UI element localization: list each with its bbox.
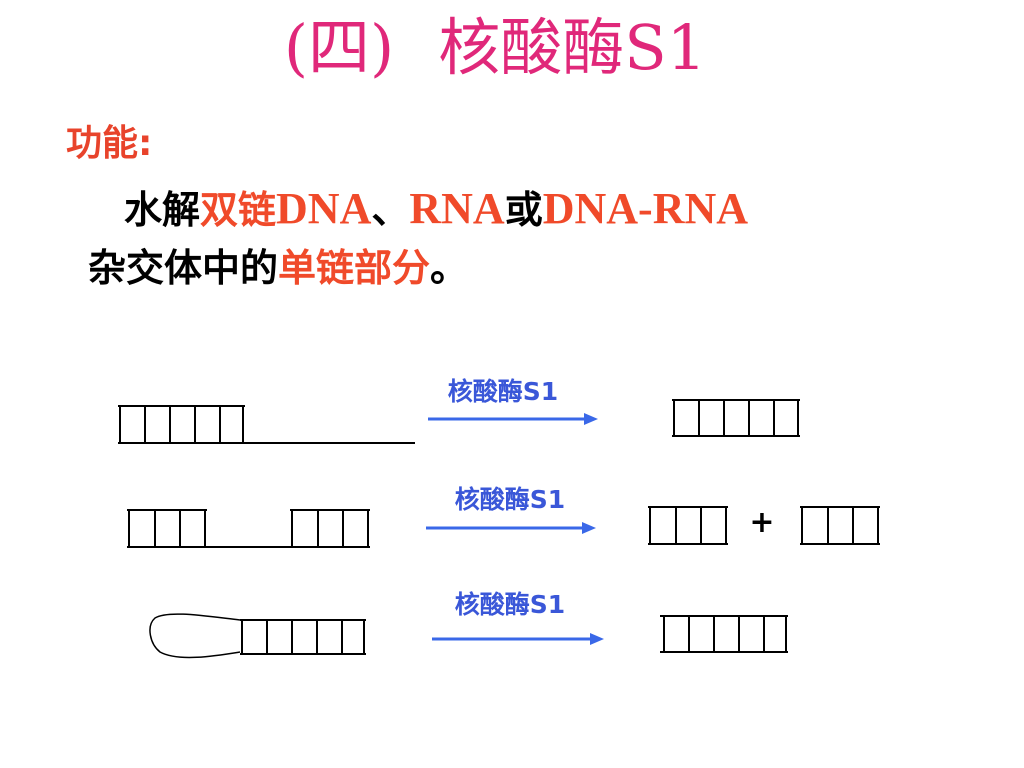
enzyme-label-3: 核酸酶S1 — [455, 590, 565, 619]
product-duplex-3 — [660, 615, 788, 653]
desc-highlight-dna-rna: DNA-RNA — [542, 184, 749, 233]
reaction-row-3: 核酸酶S1 — [149, 590, 788, 659]
reaction-row-1: 核酸酶S1 — [118, 377, 800, 444]
slide-title: (四) 核酸酶S1 — [0, 8, 990, 88]
hairpin-stem-duplex — [240, 619, 366, 655]
product-duplex-2b — [800, 506, 880, 545]
product-duplex-1 — [672, 399, 800, 437]
hairpin-single-strand-loop — [149, 613, 241, 659]
reaction-arrow-2 — [426, 522, 596, 534]
desc-highlight-dna: DNA — [276, 184, 372, 233]
reaction-arrow-3 — [432, 633, 604, 645]
desc-plain-1: 水解 — [124, 187, 201, 232]
desc-highlight-double-strand: 双链 — [200, 187, 277, 232]
desc-plain-3: 或 — [504, 187, 543, 232]
nuclease-s1-diagram: 核酸酶S1 核酸酶S1 — [118, 377, 880, 659]
desc-plain-5: 。 — [430, 245, 469, 290]
enzyme-label-2: 核酸酶S1 — [455, 485, 565, 514]
product-duplex-2a — [648, 506, 728, 545]
reaction-arrow-1 — [428, 413, 598, 425]
description-text: 水解双链DNA、RNA或DNA-RNA 杂交体中的单链部分。 — [88, 180, 988, 297]
desc-highlight-rna: RNA — [409, 184, 505, 233]
enzyme-label-1: 核酸酶S1 — [448, 377, 558, 406]
reaction-row-2: 核酸酶S1 + — [127, 485, 880, 548]
duplex-with-internal-single-strand — [127, 509, 370, 548]
desc-highlight-single-strand: 单链部分 — [278, 245, 431, 290]
title-prefix: (四) — [283, 11, 395, 84]
function-label: 功能: — [66, 123, 153, 164]
title-main: 核酸酶S1 — [438, 11, 707, 84]
description-line-1: 水解双链DNA、RNA或DNA-RNA — [88, 180, 988, 239]
description-line-2: 杂交体中的单链部分。 — [88, 239, 988, 297]
desc-plain-4: 杂交体中的 — [88, 245, 279, 290]
duplex-with-single-strand-tail — [118, 405, 415, 444]
desc-plain-2: 、 — [371, 187, 410, 232]
plus-sign: + — [749, 505, 774, 540]
